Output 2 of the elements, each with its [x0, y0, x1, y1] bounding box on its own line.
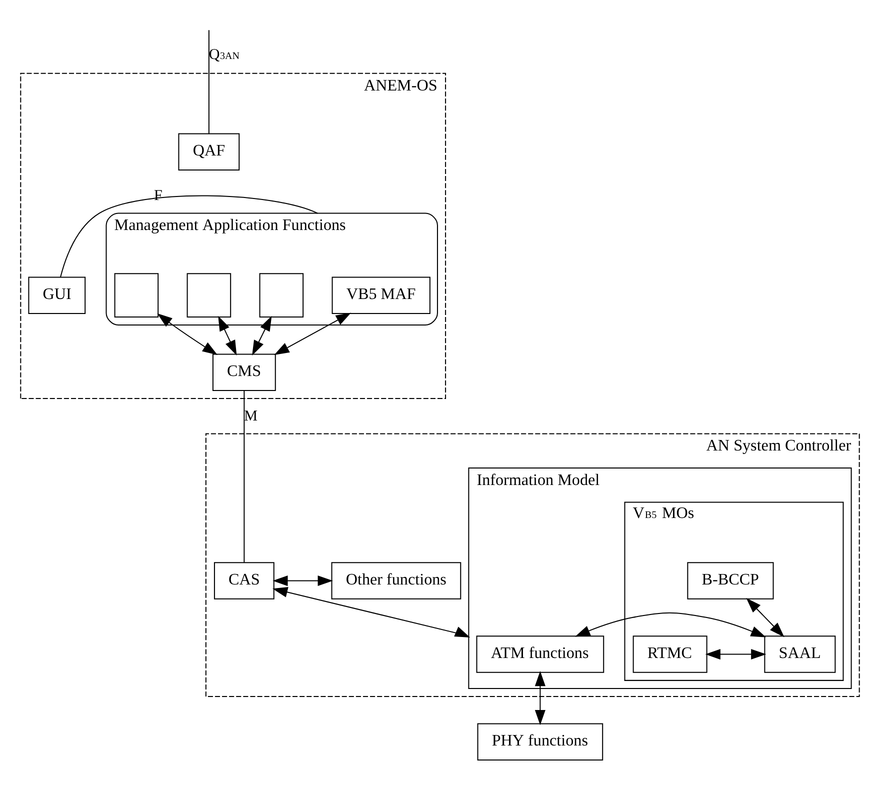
edge-label: Q3AN — [208, 46, 240, 63]
edge-label: M — [244, 408, 258, 424]
